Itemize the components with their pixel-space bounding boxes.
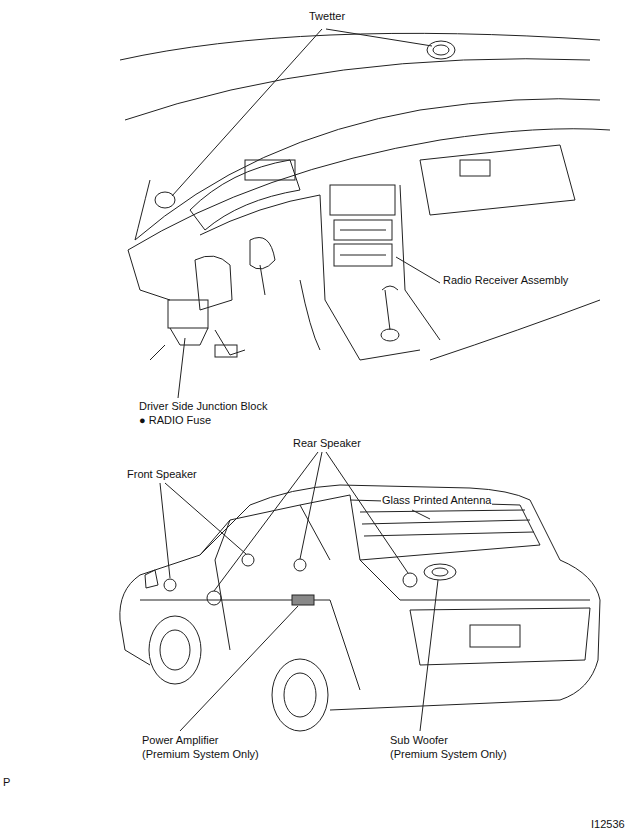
part-label: Radio Receiver Assembly [442, 274, 569, 287]
part-label: Twetter [308, 10, 346, 23]
part-label: Driver Side Junction Block [138, 400, 268, 413]
part-label: ● RADIO Fuse [138, 414, 212, 427]
part-label: Power Amplifier [141, 734, 219, 747]
part-label: P [2, 776, 11, 789]
dashboard-illustration [120, 33, 610, 360]
part-label: (Premium System Only) [389, 748, 508, 761]
part-label: Sub Woofer [389, 734, 449, 747]
part-label: Front Speaker [126, 468, 198, 481]
car-illustration [120, 485, 600, 731]
part-label: I12536 [590, 818, 626, 831]
part-label: (Premium System Only) [141, 748, 260, 761]
part-label: Rear Speaker [292, 437, 362, 450]
part-label: Glass Printed Antenna [381, 494, 492, 507]
